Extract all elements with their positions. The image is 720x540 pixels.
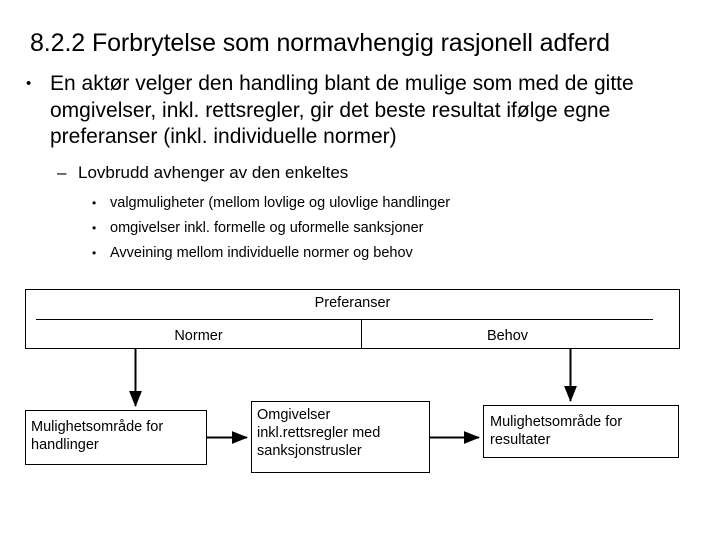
bullet-marker-icon: • [92,221,97,235]
mulighetsomrade-resultater-label: Mulighetsområde for resultater [490,414,623,448]
bullet-level1: • En aktør velger den handling blant de … [26,71,696,151]
behov-label: Behov [486,328,529,344]
bullet-level2-text: Lovbrudd avhenger av den enkeltes [78,163,349,182]
bullet-marker-icon: • [92,196,97,210]
omgivelser-box [251,401,430,473]
bullet-marker-icon: • [26,75,32,92]
bullet-level3-list: • valgmuligheter (mellom lovlige og ulov… [92,191,652,266]
bullet-level3-text: Avveining mellom individuelle normer og … [110,245,413,261]
mulighetsomrade-handlinger-box [25,410,207,465]
preferanser-divider-horizontal [36,319,653,320]
mulighetsomrade-handlinger-label: Mulighetsområde for handlinger [31,419,164,453]
preferanser-box [25,289,680,349]
mulighetsomrade-resultater-box [483,405,679,458]
omgivelser-label: Omgivelser inkl.rettsregler med sanksjon… [257,407,381,459]
bullet-marker-icon: • [92,246,97,260]
bullet-level2: – Lovbrudd avhenger av den enkeltes [57,162,657,184]
list-item: • omgivelser inkl. formelle og uformelle… [92,216,652,241]
dash-marker-icon: – [57,163,67,182]
page-title: 8.2.2 Forbrytelse som normavhengig rasjo… [30,29,610,57]
normer-label: Normer [174,328,223,344]
preferanser-label: Preferanser [314,295,391,311]
list-item: • valgmuligheter (mellom lovlige og ulov… [92,191,652,216]
list-item: • Avveining mellom individuelle normer o… [92,241,652,266]
bullet-level3-text: omgivelser inkl. formelle og uformelle s… [110,220,424,236]
bullet-level3-text: valgmuligheter (mellom lovlige og ulovli… [110,195,451,211]
bullet-level1-text: En aktør velger den handling blant de mu… [50,72,634,148]
preferanser-divider-vertical [361,320,362,349]
